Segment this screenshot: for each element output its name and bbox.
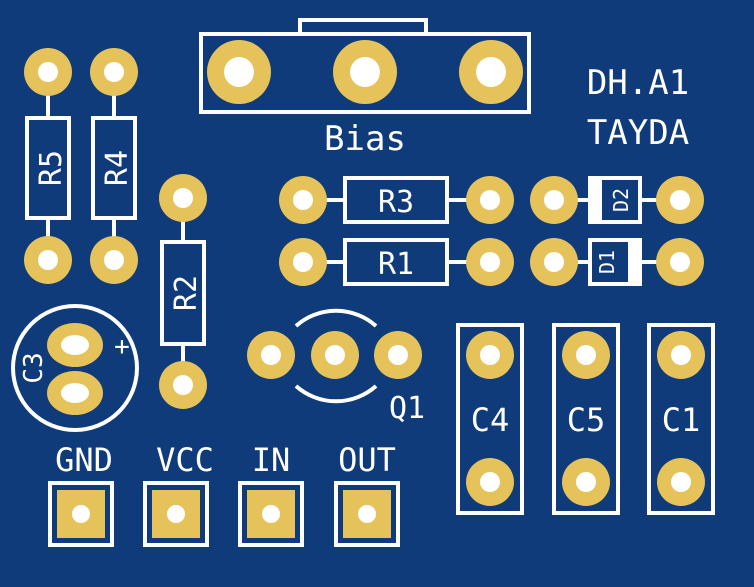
connector-vcc [143, 481, 209, 547]
r2-body [160, 240, 206, 346]
r3-label: R3 [378, 185, 414, 220]
resistor-r5: R5 [24, 48, 72, 284]
bias-hole-3 [476, 57, 506, 87]
capacitor-c3: + C3 [11, 304, 139, 432]
d1-label: D1 [595, 250, 619, 274]
q1-label: Q1 [389, 391, 425, 426]
out-label: OUT [338, 441, 396, 479]
resistor-r3: R3 [279, 176, 514, 224]
d2-body [588, 176, 642, 224]
connector-gnd [48, 481, 114, 547]
q1-outline-bottom [294, 384, 378, 404]
resistor-r1: R1 [279, 238, 514, 286]
capacitor-c1: C1 [647, 323, 715, 515]
capacitor-c5: C5 [552, 323, 620, 515]
r2-label: R2 [169, 275, 204, 311]
bias-pot: Bias [199, 18, 531, 159]
bias-hole-1 [224, 57, 254, 87]
c1-outline [647, 323, 715, 515]
vcc-label: VCC [156, 441, 214, 479]
c3-label: C3 [19, 352, 49, 383]
transistor-q1: Q1 [247, 308, 425, 426]
bias-label: Bias [324, 119, 406, 159]
r5-body [25, 116, 71, 220]
capacitor-c4: C4 [456, 323, 524, 515]
d1-body [588, 238, 642, 286]
bias-hole-2 [350, 57, 380, 87]
d1-cathode-band [628, 242, 638, 282]
c3-polarity-mark: + [114, 332, 130, 362]
q1-outline-top [294, 308, 378, 328]
c4-label: C4 [471, 401, 510, 439]
r4-label: R4 [100, 150, 135, 186]
diode-d1: D1 [530, 238, 704, 286]
gnd-label: GND [55, 441, 113, 479]
diode-d2: D2 [530, 176, 704, 224]
resistor-r2: R2 [159, 174, 207, 409]
r4-body [91, 116, 137, 220]
bias-pot-tab [298, 18, 428, 36]
r1-body [343, 238, 449, 286]
c1-label: C1 [662, 401, 701, 439]
resistor-r4: R4 [90, 48, 138, 284]
connector-in [238, 481, 304, 547]
d2-cathode-band [592, 180, 602, 220]
r3-body [343, 176, 449, 224]
r5-label: R5 [34, 150, 69, 186]
c5-label: C5 [567, 401, 606, 439]
c3-outline [11, 304, 139, 432]
c4-outline [456, 323, 524, 515]
d2-label: D2 [609, 188, 633, 212]
connector-out [334, 481, 400, 547]
r1-label: R1 [378, 247, 414, 282]
in-label: IN [252, 441, 291, 479]
board-title-line1: DH.A1 [587, 63, 689, 103]
c5-outline [552, 323, 620, 515]
board-title-line2: TAYDA [587, 113, 689, 153]
